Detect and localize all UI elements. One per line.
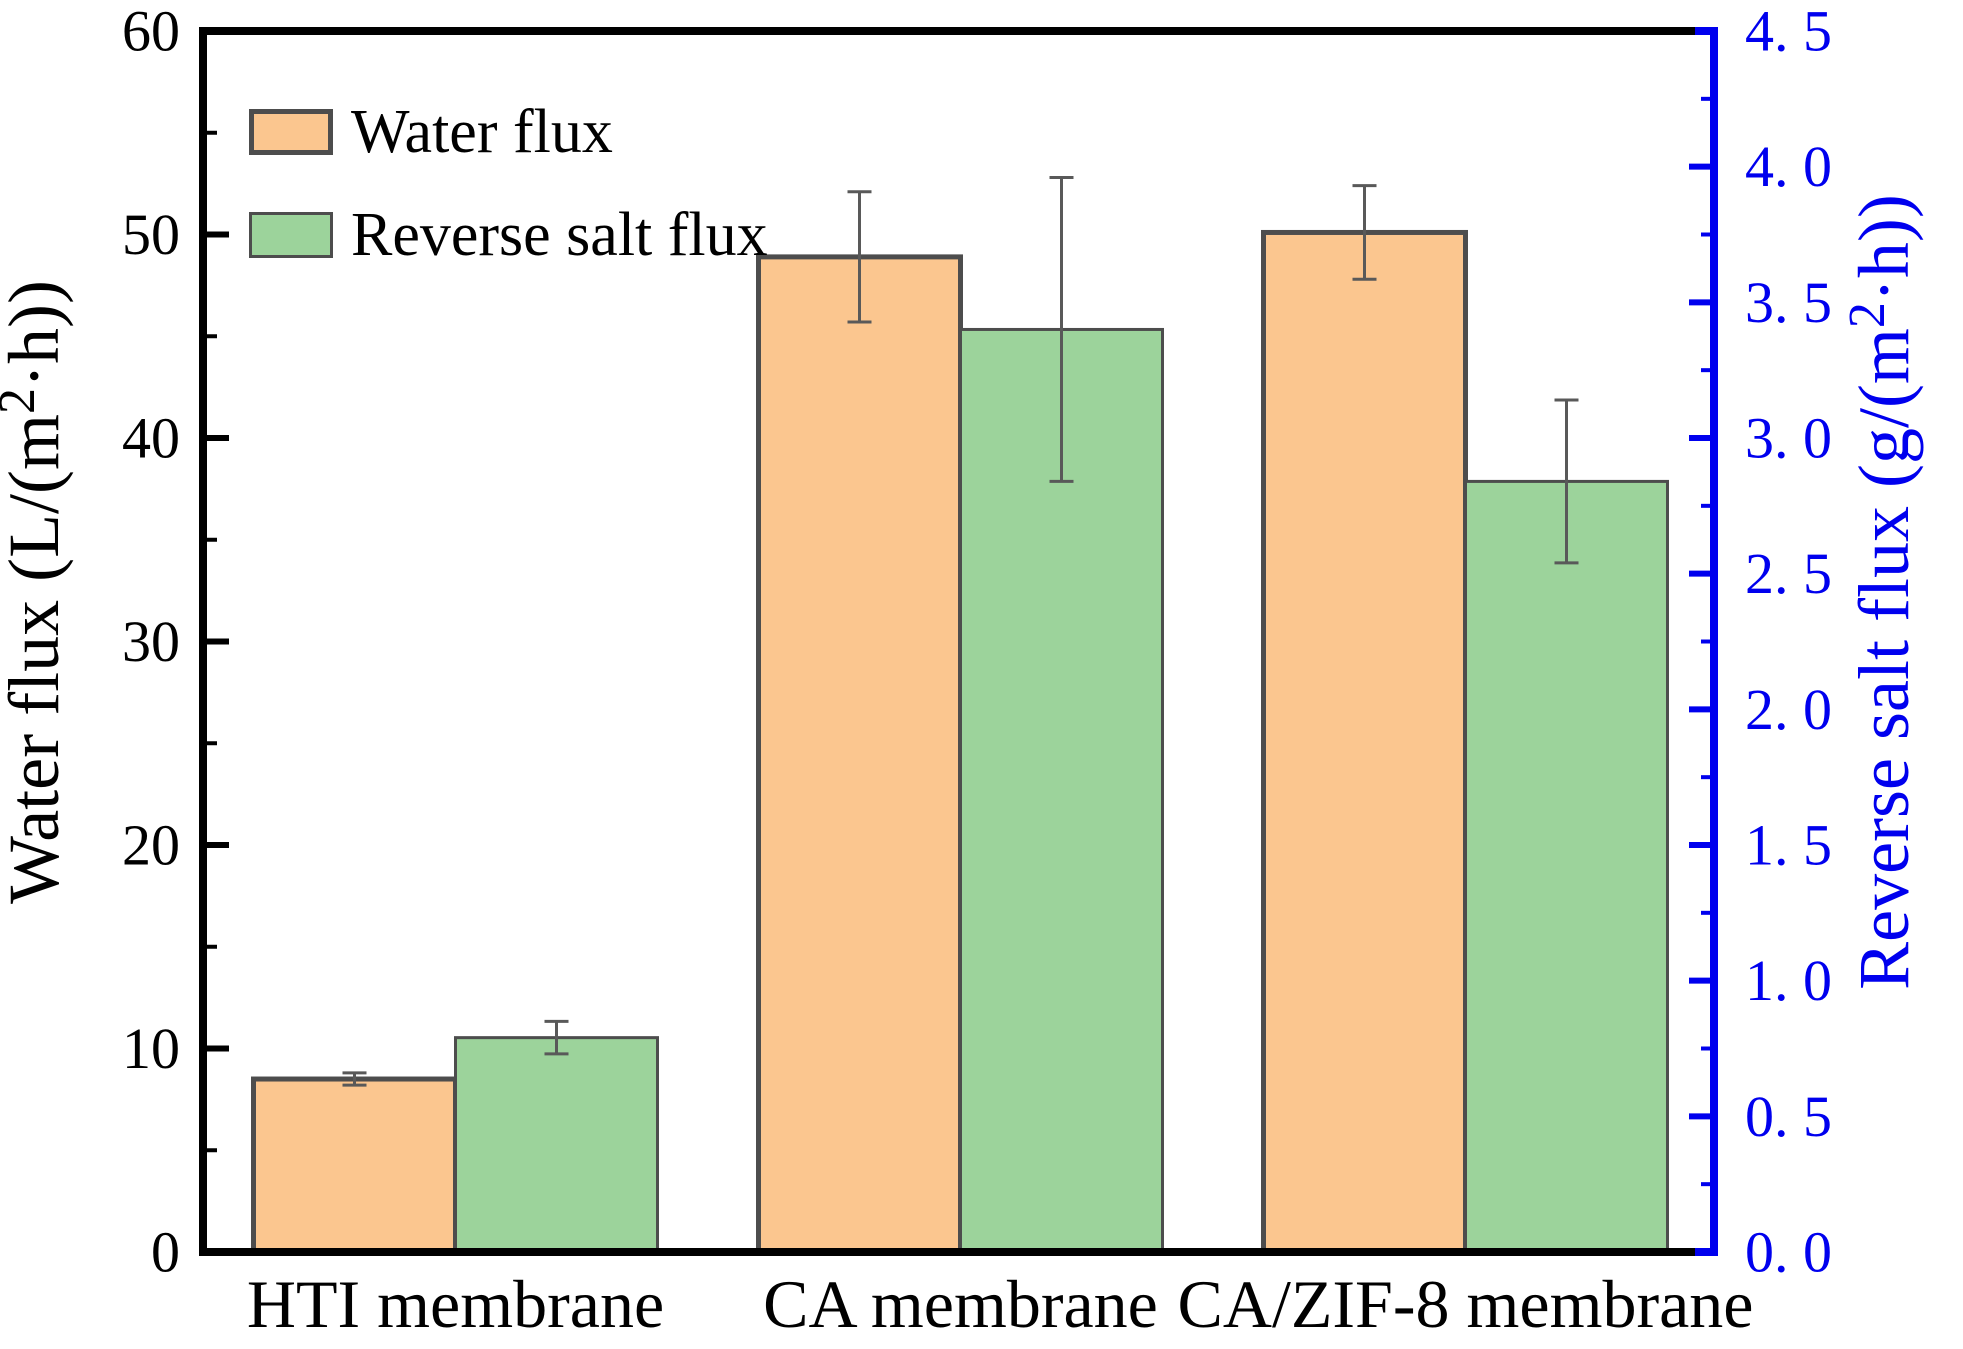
legend-label-reverse-salt-flux: Reverse salt flux (351, 201, 768, 269)
left-tick-label: 40 (122, 406, 180, 471)
right-axis-title: Reverse salt flux (g/(m2·h)) (1839, 194, 1924, 990)
category-label-1: CA membrane (763, 1266, 1158, 1342)
right-tick-label: 0. 5 (1745, 1084, 1832, 1149)
right-tick-label: 2. 0 (1745, 677, 1832, 742)
right-tick-label: 0. 0 (1745, 1220, 1832, 1285)
errorbar-water-flux-2 (1352, 184, 1377, 281)
right-tick-label: 2. 5 (1745, 541, 1832, 606)
left-tick-label: 20 (122, 813, 180, 878)
bar-water-flux-2 (1261, 229, 1468, 1255)
left-axis-ticks: 0 10 20 30 40 50 60 (122, 0, 229, 1285)
legend-item-water-flux: Water flux (249, 101, 768, 163)
water-flux-swatch (249, 109, 333, 155)
reverse-salt-flux-swatch (249, 212, 333, 258)
right-tick-label: 1. 5 (1745, 813, 1832, 878)
right-axis-line (1695, 27, 1718, 1256)
bar-reverse-salt-flux-0 (454, 1036, 659, 1254)
left-tick-label: 60 (122, 0, 180, 64)
right-tick-label: 3. 5 (1745, 270, 1832, 335)
left-tick-label: 50 (122, 202, 180, 267)
bar-water-flux-0 (251, 1076, 458, 1255)
left-tick-label: 0 (151, 1220, 180, 1285)
legend: Water flux Reverse salt flux (249, 101, 768, 266)
right-tick-label: 4. 0 (1745, 134, 1832, 199)
bar-reverse-salt-flux-2 (1464, 479, 1669, 1254)
left-tick-label: 30 (122, 609, 180, 674)
category-label-2: CA/ZIF-8 membrane (1178, 1266, 1754, 1342)
errorbar-reverse-salt-flux-1 (1049, 176, 1074, 483)
bar-water-flux-1 (756, 254, 963, 1255)
legend-label-water-flux: Water flux (351, 98, 613, 166)
left-tick-label: 10 (122, 1016, 180, 1081)
errorbar-water-flux-0 (342, 1071, 367, 1087)
left-axis-title: Water flux (L/(m2·h)) (0, 280, 74, 904)
right-tick-label: 3. 0 (1745, 406, 1832, 471)
right-tick-label: 4. 5 (1745, 0, 1832, 64)
errorbar-reverse-salt-flux-0 (544, 1019, 569, 1056)
errorbar-reverse-salt-flux-2 (1554, 398, 1579, 565)
legend-item-reverse-salt-flux: Reverse salt flux (249, 204, 768, 266)
right-tick-label: 1. 0 (1745, 948, 1832, 1013)
bar-reverse-salt-flux-1 (959, 327, 1164, 1254)
errorbar-water-flux-1 (847, 190, 872, 324)
category-label-0: HTI membrane (247, 1266, 664, 1342)
